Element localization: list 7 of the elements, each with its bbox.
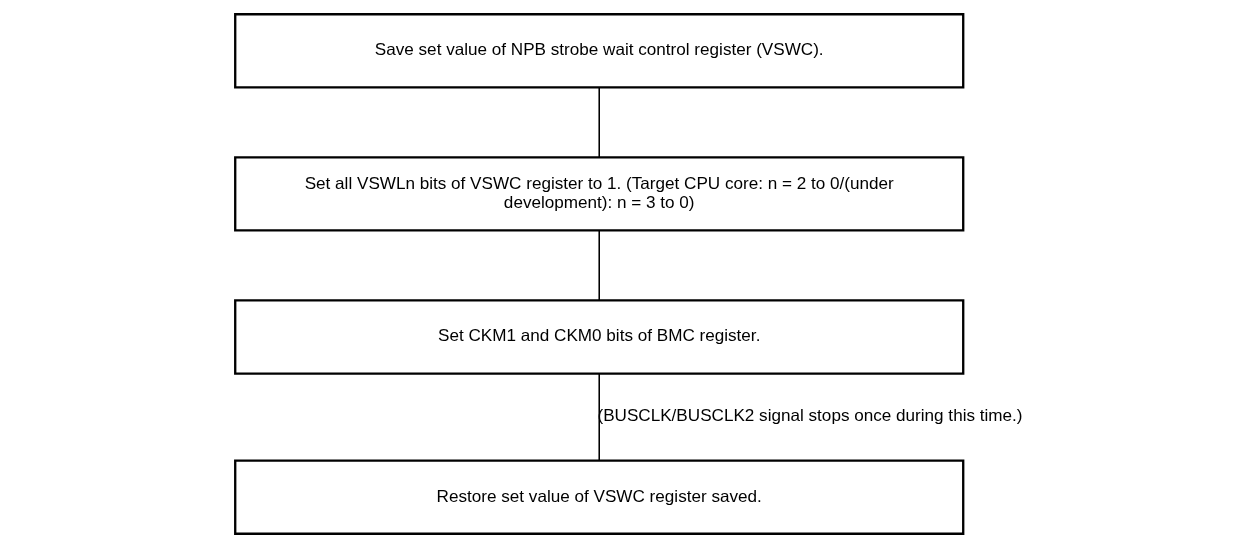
node-box: Save set value of NPB strobe wait control register (VSWC). [234, 13, 965, 89]
node-box: Restore set value of VSWC register saved. [234, 459, 965, 535]
connector [598, 230, 600, 301]
connector [598, 86, 600, 158]
connector [598, 373, 600, 462]
node-box: Set CKM1 and CKM0 bits of BMC register. [234, 299, 965, 375]
node-box: Set all VSWLn bits of VSWC register to 1. (Target CPU core: n = 2 to 0/(under development): n = 3 to 0) [234, 156, 965, 232]
